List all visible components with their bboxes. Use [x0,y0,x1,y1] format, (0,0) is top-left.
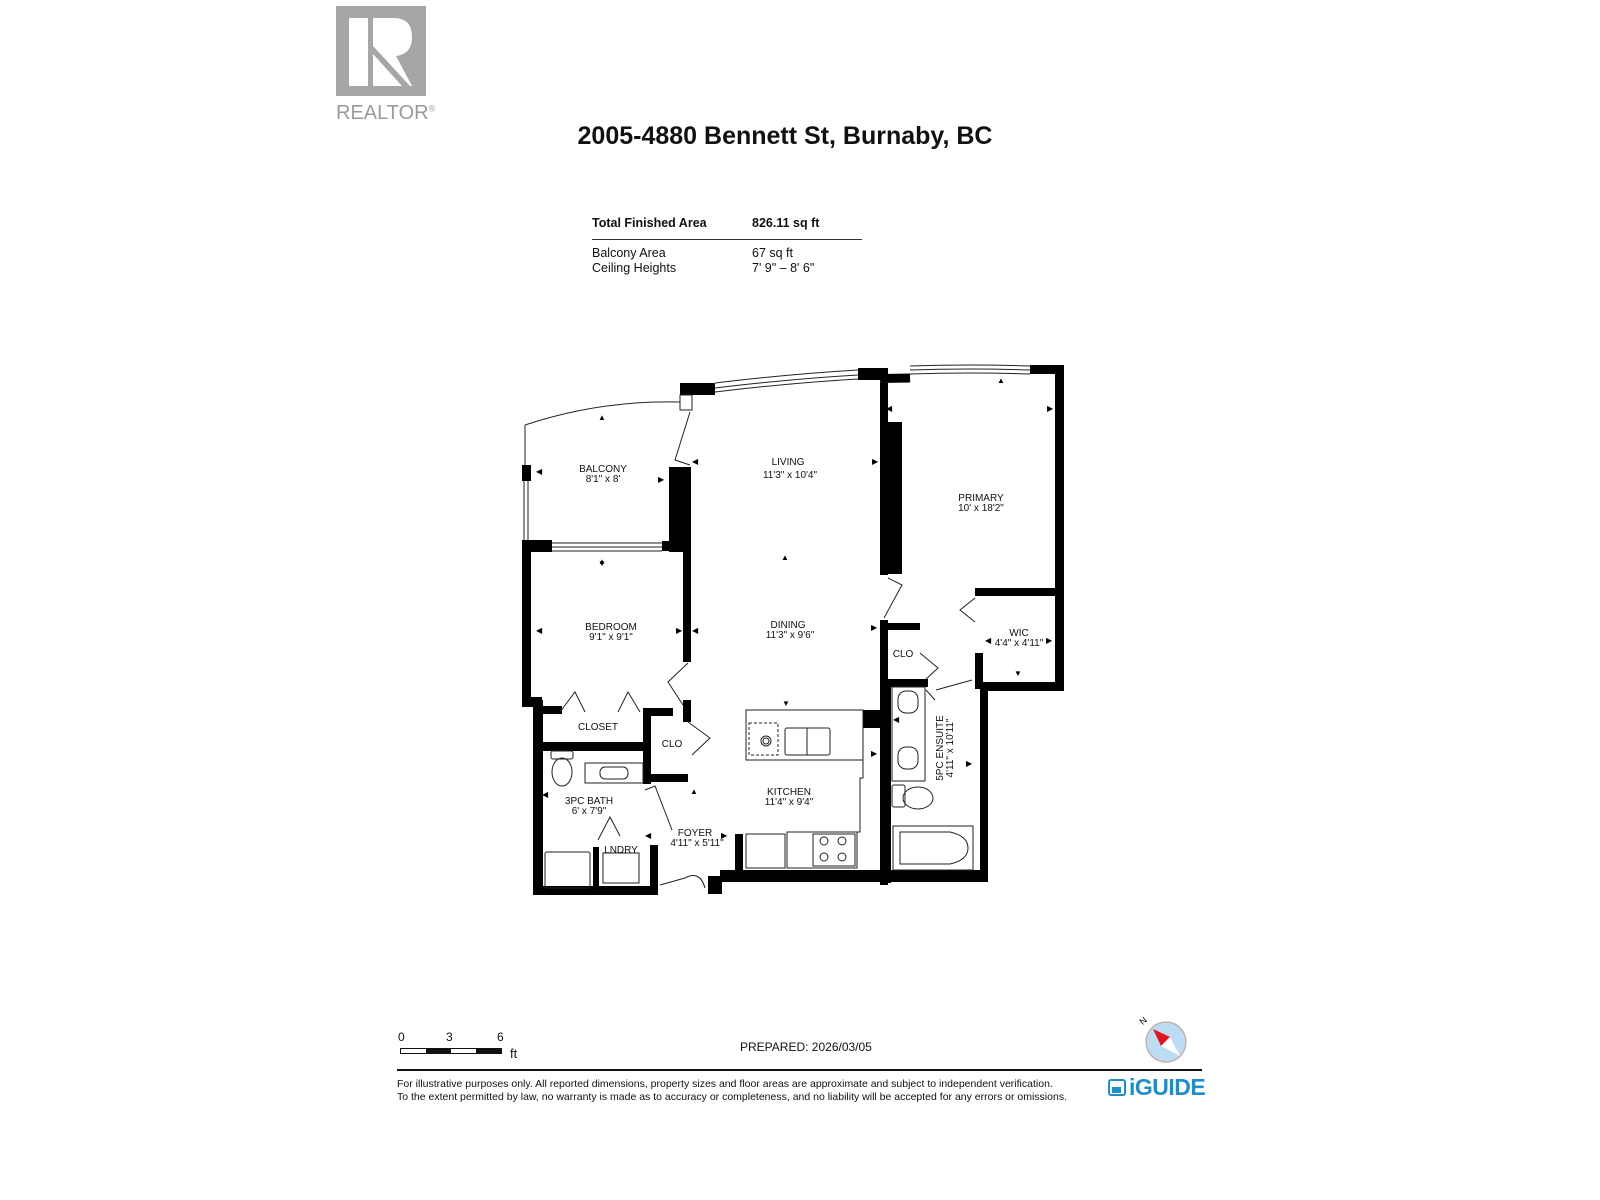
room-dims-living: 11'3" x 10'4" [763,470,818,481]
scale-tick: 6 [497,1030,504,1044]
svg-text:▼: ▼ [598,559,606,568]
page-title: 2005-4880 Bennett St, Burnaby, BC [577,122,993,150]
summary-total-row: Total Finished Area 826.11 sq ft [592,216,862,240]
room-label-wic: WIC [1009,628,1028,639]
area-summary: Total Finished Area 826.11 sq ft Balcony… [592,216,862,276]
svg-text:▲: ▲ [781,553,789,562]
svg-text:◀: ◀ [645,831,652,840]
room-label-dining: DINING [771,620,806,631]
scale-tick: 3 [446,1030,453,1044]
room-dims-bedroom: 9'1" x 9'1" [589,632,633,643]
room-dims-ensuite: 4'11" x 10'11" [945,718,956,777]
prepared-date: PREPARED: 2026/03/05 [740,1040,872,1054]
svg-text:▶: ▶ [1046,636,1053,645]
room-dims-balcony: 8'1" x 8' [586,474,621,485]
room-label-clo-foyer: CLO [662,739,683,750]
summary-label: Ceiling Heights [592,261,677,275]
svg-text:▲: ▲ [997,376,1005,385]
disclaimer-line: To the extent permitted by law, no warra… [397,1091,1067,1103]
svg-text:▼: ▼ [1014,669,1022,678]
room-label-balcony: BALCONY [579,464,627,475]
svg-text:▶: ▶ [871,749,878,758]
svg-text:◀: ◀ [542,790,549,799]
summary-value: 7' 9" – 8' 6" [752,261,815,275]
room-label-closet: CLOSET [578,722,618,733]
svg-text:◀: ◀ [886,404,893,413]
scale-unit: ft [510,1046,518,1061]
realtor-r-icon [336,6,426,96]
room-label-clo-primary: CLO [893,649,914,660]
scale-tick: 0 [398,1030,405,1044]
room-dims-wic: 4'4" x 4'11" [995,638,1044,649]
svg-text:◀: ◀ [536,626,543,635]
iguide-mark-icon [1108,1079,1126,1096]
room-label-3pc-bath: 3PC BATH [565,796,613,807]
svg-text:▶: ▶ [871,623,878,632]
svg-text:▶: ▶ [872,457,879,466]
room-dims-dining: 11'3" x 9'6" [766,630,815,641]
realtor-wordmark: REALTOR® [336,102,436,124]
disclaimer: For illustrative purposes only. All repo… [397,1078,1097,1104]
summary-row: Ceiling Heights 7' 9" – 8' 6" [592,261,862,276]
svg-text:◀: ◀ [893,715,900,724]
svg-text:▶: ▶ [1047,404,1054,413]
svg-text:▲: ▲ [1012,589,1020,598]
room-label-living: LIVING [772,457,805,468]
room-label-bedroom: BEDROOM [585,622,637,633]
compass-north-label: N [1137,1015,1148,1027]
room-label-foyer: FOYER [678,828,712,839]
svg-text:▲: ▲ [598,413,606,422]
summary-value: 67 sq ft [752,246,793,260]
svg-text:▲: ▲ [690,787,698,796]
disclaimer-line: For illustrative purposes only. All repo… [397,1078,1053,1090]
realtor-logo: REALTOR® [336,6,435,124]
svg-text:▲: ▲ [598,557,606,566]
room-dims-primary: 10' x 18'2" [958,503,1004,514]
svg-text:▶: ▶ [721,831,728,840]
summary-row: Balcony Area 67 sq ft [592,246,862,261]
room-dims-3pc-bath: 6' x 7'9" [572,806,607,817]
iguide-logo: iGUIDE [1108,1074,1206,1101]
room-dims-kitchen: 11'4" x 9'4" [765,797,814,808]
summary-label: Balcony Area [592,246,666,260]
iguide-wordmark: iGUIDE [1129,1074,1206,1100]
svg-text:▶: ▶ [676,626,683,635]
scale-bar: 0 3 6 ft [398,1030,538,1066]
svg-text:▼: ▼ [782,699,790,708]
svg-text:◀: ◀ [536,467,543,476]
room-label-laundry: LNDRY [604,845,638,856]
room-label-ensuite: 5PC ENSUITE [935,715,946,781]
summary-total-value: 826.11 sq ft [752,216,820,230]
room-label-kitchen: KITCHEN [767,787,811,798]
svg-text:◀: ◀ [985,636,992,645]
svg-text:▶: ▶ [966,759,973,768]
svg-text:◀: ◀ [692,457,699,466]
footer-divider [397,1069,1202,1071]
room-dims-foyer: 4'11" x 5'11" [670,838,724,849]
compass-icon: N [1136,1012,1188,1064]
summary-total-label: Total Finished Area [592,216,707,230]
room-label-primary: PRIMARY [958,493,1004,504]
scale-bar-graphic [400,1048,502,1054]
svg-text:▶: ▶ [658,475,665,484]
svg-text:◀: ◀ [692,626,699,635]
